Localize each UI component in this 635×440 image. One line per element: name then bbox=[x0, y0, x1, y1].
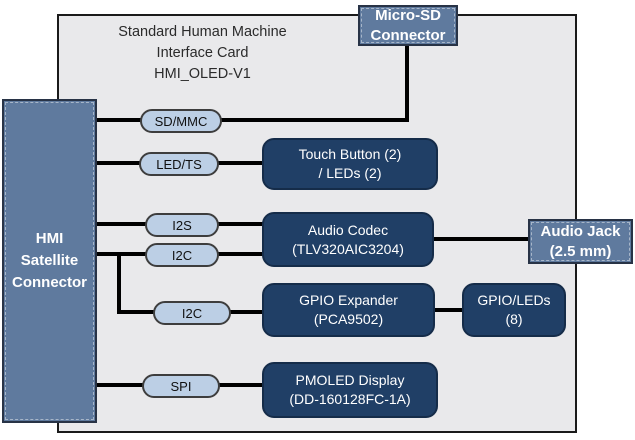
connector-line-i2s-right bbox=[217, 222, 264, 226]
bus-pill-sdmmc: SD/MMC bbox=[140, 109, 222, 133]
module-gpio-leds-line-1: GPIO/LEDs bbox=[477, 292, 551, 308]
card-title-line-2: Interface Card bbox=[156, 45, 249, 61]
bus-pill-i2c-codec: I2C bbox=[145, 243, 219, 267]
bus-pill-i2c-gpio: I2C bbox=[153, 301, 231, 325]
module-touch-button-line-1: Touch Button (2) bbox=[298, 146, 402, 162]
bus-pill-i2c-codec-label: I2C bbox=[171, 247, 193, 263]
connector-hmi-line-1: HMI bbox=[35, 230, 64, 247]
module-gpio-expander-line-2: (PCA9502) bbox=[313, 311, 384, 327]
module-gpio-leds-line-2: (8) bbox=[505, 311, 523, 327]
connector-line-i2c-left bbox=[95, 252, 147, 256]
connector-hmi-line-3: Connector bbox=[12, 274, 87, 291]
connector-line-sdmmc-right bbox=[220, 118, 409, 122]
connector-line-ledts-left bbox=[95, 161, 141, 165]
connector-audio-jack-line-1: Audio Jack bbox=[540, 222, 621, 240]
module-pmoled-display-line-1: PMOLED Display bbox=[295, 372, 405, 388]
module-audio-codec: Audio Codec (TLV320AIC3204) bbox=[262, 212, 434, 267]
bus-pill-ledts-label: LED/TS bbox=[156, 156, 202, 172]
card-title-line-1: Standard Human Machine bbox=[118, 24, 287, 40]
module-touch-button-line-2: / LEDs (2) bbox=[318, 165, 382, 181]
module-audio-codec-line-2: (TLV320AIC3204) bbox=[292, 240, 404, 257]
connector-micro-sd-line-1: Micro-SD bbox=[375, 6, 441, 24]
connector-line-gpio-leds bbox=[433, 308, 464, 312]
module-touch-button-leds: Touch Button (2) / LEDs (2) bbox=[262, 138, 438, 190]
card-title-line-3: HMI_OLED-V1 bbox=[154, 66, 251, 82]
connector-micro-sd-line-2: Connector bbox=[370, 26, 446, 44]
module-pmoled-display-line-2: (DD-160128FC-1A) bbox=[289, 391, 411, 407]
card-title: Standard Human Machine Interface Card HM… bbox=[95, 22, 310, 85]
bus-pill-spi-label: SPI bbox=[170, 378, 192, 394]
bus-pill-i2c-gpio-label: I2C bbox=[181, 305, 203, 321]
bus-pill-spi: SPI bbox=[142, 374, 220, 398]
connector-hmi-line-2: Satellite bbox=[20, 252, 79, 269]
connector-line-i2c2-right bbox=[229, 310, 264, 314]
module-pmoled-display: PMOLED Display (DD-160128FC-1A) bbox=[262, 362, 438, 418]
connector-audio-jack: Audio Jack (2.5 mm) bbox=[528, 219, 633, 264]
connector-line-sdmmc-left bbox=[95, 118, 142, 122]
module-gpio-expander: GPIO Expander (PCA9502) bbox=[262, 283, 435, 337]
connector-line-microsd-drop bbox=[405, 44, 409, 122]
bus-pill-sdmmc-label: SD/MMC bbox=[154, 113, 208, 129]
connector-audio-jack-line-2: (2.5 mm) bbox=[549, 242, 612, 260]
module-gpio-expander-line-1: GPIO Expander bbox=[299, 292, 398, 308]
module-audio-codec-line-1: Audio Codec bbox=[307, 221, 389, 238]
connector-hmi-satellite: HMI Satellite Connector bbox=[2, 99, 97, 423]
connector-line-audio-jack bbox=[432, 237, 530, 241]
connector-micro-sd: Micro-SD Connector bbox=[358, 5, 458, 46]
connector-line-i2c-branch bbox=[117, 252, 121, 314]
bus-pill-i2s: I2S bbox=[145, 213, 219, 237]
bus-pill-i2s-label: I2S bbox=[172, 217, 192, 233]
connector-line-i2c-right bbox=[217, 252, 264, 256]
connector-line-spi-left bbox=[95, 383, 144, 387]
connector-line-ledts-right bbox=[217, 161, 264, 165]
connector-line-i2s-left bbox=[95, 222, 147, 226]
connector-line-spi-right bbox=[218, 383, 264, 387]
module-gpio-leds: GPIO/LEDs (8) bbox=[462, 283, 566, 337]
bus-pill-ledts: LED/TS bbox=[139, 152, 219, 176]
connector-line-i2c2-left bbox=[117, 310, 155, 314]
